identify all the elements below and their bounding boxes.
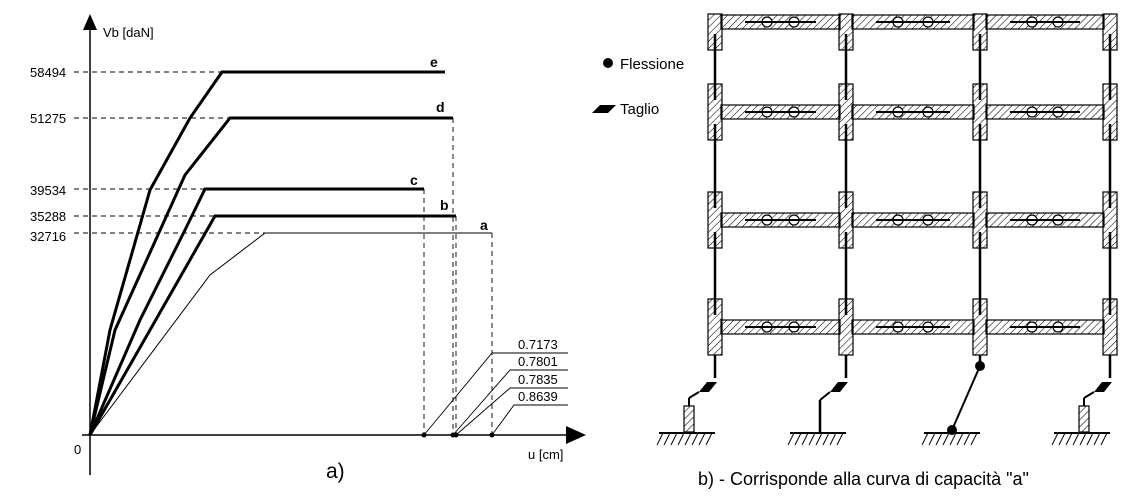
origin-label: 0 — [74, 442, 81, 457]
ground-hatch — [1072, 432, 1080, 446]
ground-hatch — [956, 432, 964, 446]
x-axis-arrow — [566, 426, 586, 444]
capacity-curves-chart: Vb [daN] u [cm] 0 a) 58494 51275 39534 3… — [30, 14, 586, 483]
series-label-b: b — [440, 197, 449, 213]
ground-hatch — [1051, 432, 1059, 446]
flexure-hinge — [975, 361, 985, 371]
legend-shear-label: Taglio — [620, 101, 659, 118]
shear-hinge — [699, 382, 717, 392]
displacement-label: 0.7801 — [518, 354, 558, 369]
frame-hinge-diagram: Flessione Taglio b) - Corrisponde alla c… — [592, 13, 1118, 489]
ground-hatch — [794, 432, 802, 446]
frame-caption: b) - Corrisponde alla curva di capacità … — [698, 469, 1029, 489]
ground-hatch — [1058, 432, 1066, 446]
displacement-label: 0.7835 — [518, 372, 558, 387]
ground-hatch — [691, 432, 699, 446]
ground-hatch — [836, 432, 844, 446]
ground-hatch — [705, 432, 713, 446]
y-tick-label: 58494 — [30, 65, 66, 80]
ground-hatch — [670, 432, 678, 446]
ground-hatch — [663, 432, 671, 446]
flexure-hinge-icon — [603, 58, 613, 68]
curve-c — [88, 187, 424, 436]
ground-hatch — [1086, 432, 1094, 446]
ground-hatch — [684, 432, 692, 446]
ground-hatch — [1079, 432, 1087, 446]
frame-wires — [713, 21, 1112, 328]
y-axis-arrow — [83, 14, 97, 30]
ground-hatch — [1065, 432, 1073, 446]
frame-ground-columns — [683, 355, 1112, 435]
ground-hatch — [970, 432, 978, 446]
y-tick-label: 39534 — [30, 183, 66, 198]
callout-b — [455, 387, 568, 436]
curve-a — [89, 232, 492, 436]
series-label-e: e — [430, 54, 438, 70]
ground-hatch — [1093, 432, 1101, 446]
shear-hinge — [1094, 382, 1112, 392]
ground-hatch — [963, 432, 971, 446]
displacement-label: 0.7173 — [518, 337, 558, 352]
y-axis-label: Vb [daN] — [103, 25, 154, 40]
ground-column — [1083, 391, 1095, 399]
ground-hatch — [1100, 432, 1108, 446]
shear-hinge-icon — [592, 105, 616, 113]
x-axis-label: u [cm] — [528, 447, 563, 462]
ground-hatch — [942, 432, 950, 446]
callout-d — [452, 369, 568, 436]
ground-hatch — [787, 432, 795, 446]
ground-hatch — [822, 432, 830, 446]
displacement-label: 0.8639 — [518, 389, 558, 404]
y-tick-label: 35288 — [30, 209, 66, 224]
ground-column — [819, 391, 831, 401]
ground-stub-hatched — [683, 405, 695, 433]
ground-hatch — [935, 432, 943, 446]
ground-hatch — [921, 432, 929, 446]
ground-hatch — [801, 432, 809, 446]
series-label-c: c — [410, 172, 418, 188]
frame-joints — [707, 13, 1118, 356]
ground-hatch — [677, 432, 685, 446]
ground-hatch — [808, 432, 816, 446]
callout-c — [423, 352, 568, 436]
y-tick-label: 32716 — [30, 229, 66, 244]
curve-d — [88, 116, 453, 436]
series-label-a: a — [480, 217, 488, 233]
shear-hinge — [830, 382, 848, 392]
ground-stub-hatched — [1078, 405, 1090, 433]
ground-column-tilted — [951, 365, 981, 431]
ground-hatch — [928, 432, 936, 446]
flexure-hinge — [947, 425, 957, 435]
curve-b — [88, 214, 456, 436]
series-label-d: d — [436, 99, 445, 115]
y-tick-label: 51275 — [30, 111, 66, 126]
curve-e — [88, 70, 445, 436]
legend-flexure-label: Flessione — [620, 56, 684, 73]
ground-hatch — [829, 432, 837, 446]
callout-a — [491, 404, 568, 436]
ground-hatch — [656, 432, 664, 446]
ground-hatch — [698, 432, 706, 446]
chart-caption: a) — [326, 460, 345, 483]
ground-hatch — [949, 432, 957, 446]
ground-column — [688, 391, 700, 399]
frame-ground — [656, 432, 1110, 446]
ground-hatch — [815, 432, 823, 446]
frame-beams — [720, 14, 1105, 335]
